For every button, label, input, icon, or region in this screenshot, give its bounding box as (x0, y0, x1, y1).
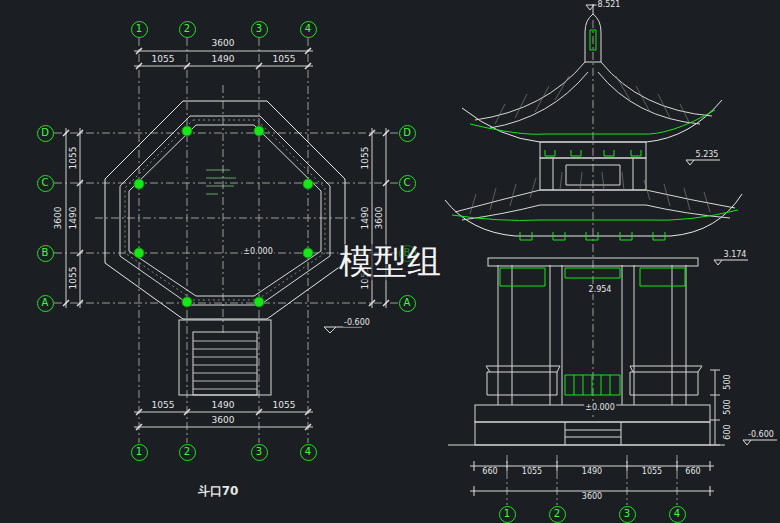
dimension: 1490 (211, 55, 236, 64)
dimension: 3600 (581, 493, 603, 501)
drawing-caption: 斗口70 (197, 485, 240, 498)
axis-number: 4 (674, 509, 680, 519)
axis-bubble: 2 (179, 21, 196, 38)
axis-number: C (404, 178, 411, 188)
dimension: 1055 (641, 468, 663, 476)
axis-bubble: D (399, 125, 416, 142)
axis-number: 4 (305, 24, 311, 34)
dimension: 1055 (272, 55, 297, 64)
dimension: 1055 (361, 146, 370, 171)
axis-number: D (403, 128, 411, 138)
dimension: 500 (724, 373, 732, 390)
axis-number: B (42, 248, 49, 258)
axis-number: D (41, 128, 49, 138)
dimension: 3600 (54, 206, 63, 231)
axis-number: 1 (504, 509, 510, 519)
axis-bubble: B (37, 245, 54, 262)
axis-number: 2 (554, 509, 560, 519)
level-mark: -0.600 (343, 319, 371, 327)
level-mark: ±0.000 (242, 248, 274, 256)
axis-bubble: 1 (131, 444, 148, 461)
dimension: 1055 (69, 146, 78, 171)
dimension: 1490 (581, 468, 603, 476)
axis-number: 1 (136, 24, 142, 34)
level-mark: 3.174 (723, 251, 748, 259)
dimension: 1490 (69, 206, 78, 231)
axis-bubble: 3 (619, 506, 636, 523)
level-mark: ±0.000 (584, 404, 616, 412)
dimension: 1490 (361, 206, 370, 231)
watermark: 模型组 (338, 244, 442, 280)
axis-bubble: 1 (499, 506, 516, 523)
dimension: 1055 (69, 266, 78, 291)
axis-bubble: 3 (251, 21, 268, 38)
dimension: 660 (481, 468, 498, 476)
dimension: 1055 (151, 55, 176, 64)
dimension: 3600 (375, 206, 384, 231)
level-mark: 2.954 (588, 286, 613, 294)
axis-number: C (42, 178, 49, 188)
dimension: 1055 (151, 401, 176, 410)
dimension: 1055 (521, 468, 543, 476)
dimension: 1490 (211, 401, 236, 410)
axis-bubble: 4 (300, 444, 317, 461)
axis-number: A (42, 298, 49, 308)
axis-number: 2 (184, 24, 190, 34)
axis-bubble: A (399, 295, 416, 312)
axis-bubble: 4 (300, 21, 317, 38)
axis-bubble: C (399, 175, 416, 192)
axis-number: 3 (256, 447, 262, 457)
axis-number: 4 (305, 447, 311, 457)
dimension: 500 (724, 398, 732, 415)
level-mark: 5.235 (695, 151, 720, 159)
dimension: 600 (724, 423, 732, 440)
axis-number: 1 (136, 447, 142, 457)
dimension: 660 (684, 468, 701, 476)
axis-bubble: 2 (549, 506, 566, 523)
axis-bubble: 1 (131, 21, 148, 38)
axis-bubble: A (37, 295, 54, 312)
dimension: 1055 (272, 401, 297, 410)
dimension: 3600 (211, 39, 236, 48)
axis-bubble: 4 (669, 506, 686, 523)
axis-bubble: C (37, 175, 54, 192)
axis-bubble: D (37, 125, 54, 142)
axis-number: 3 (256, 24, 262, 34)
axis-number: 3 (624, 509, 630, 519)
axis-number: A (404, 298, 411, 308)
dimension: 3600 (211, 416, 236, 425)
axis-bubble: 3 (251, 444, 268, 461)
axis-bubble: 2 (179, 444, 196, 461)
axis-number: 2 (184, 447, 190, 457)
level-mark: 8.521 (597, 1, 622, 9)
level-mark: -0.600 (747, 431, 775, 439)
